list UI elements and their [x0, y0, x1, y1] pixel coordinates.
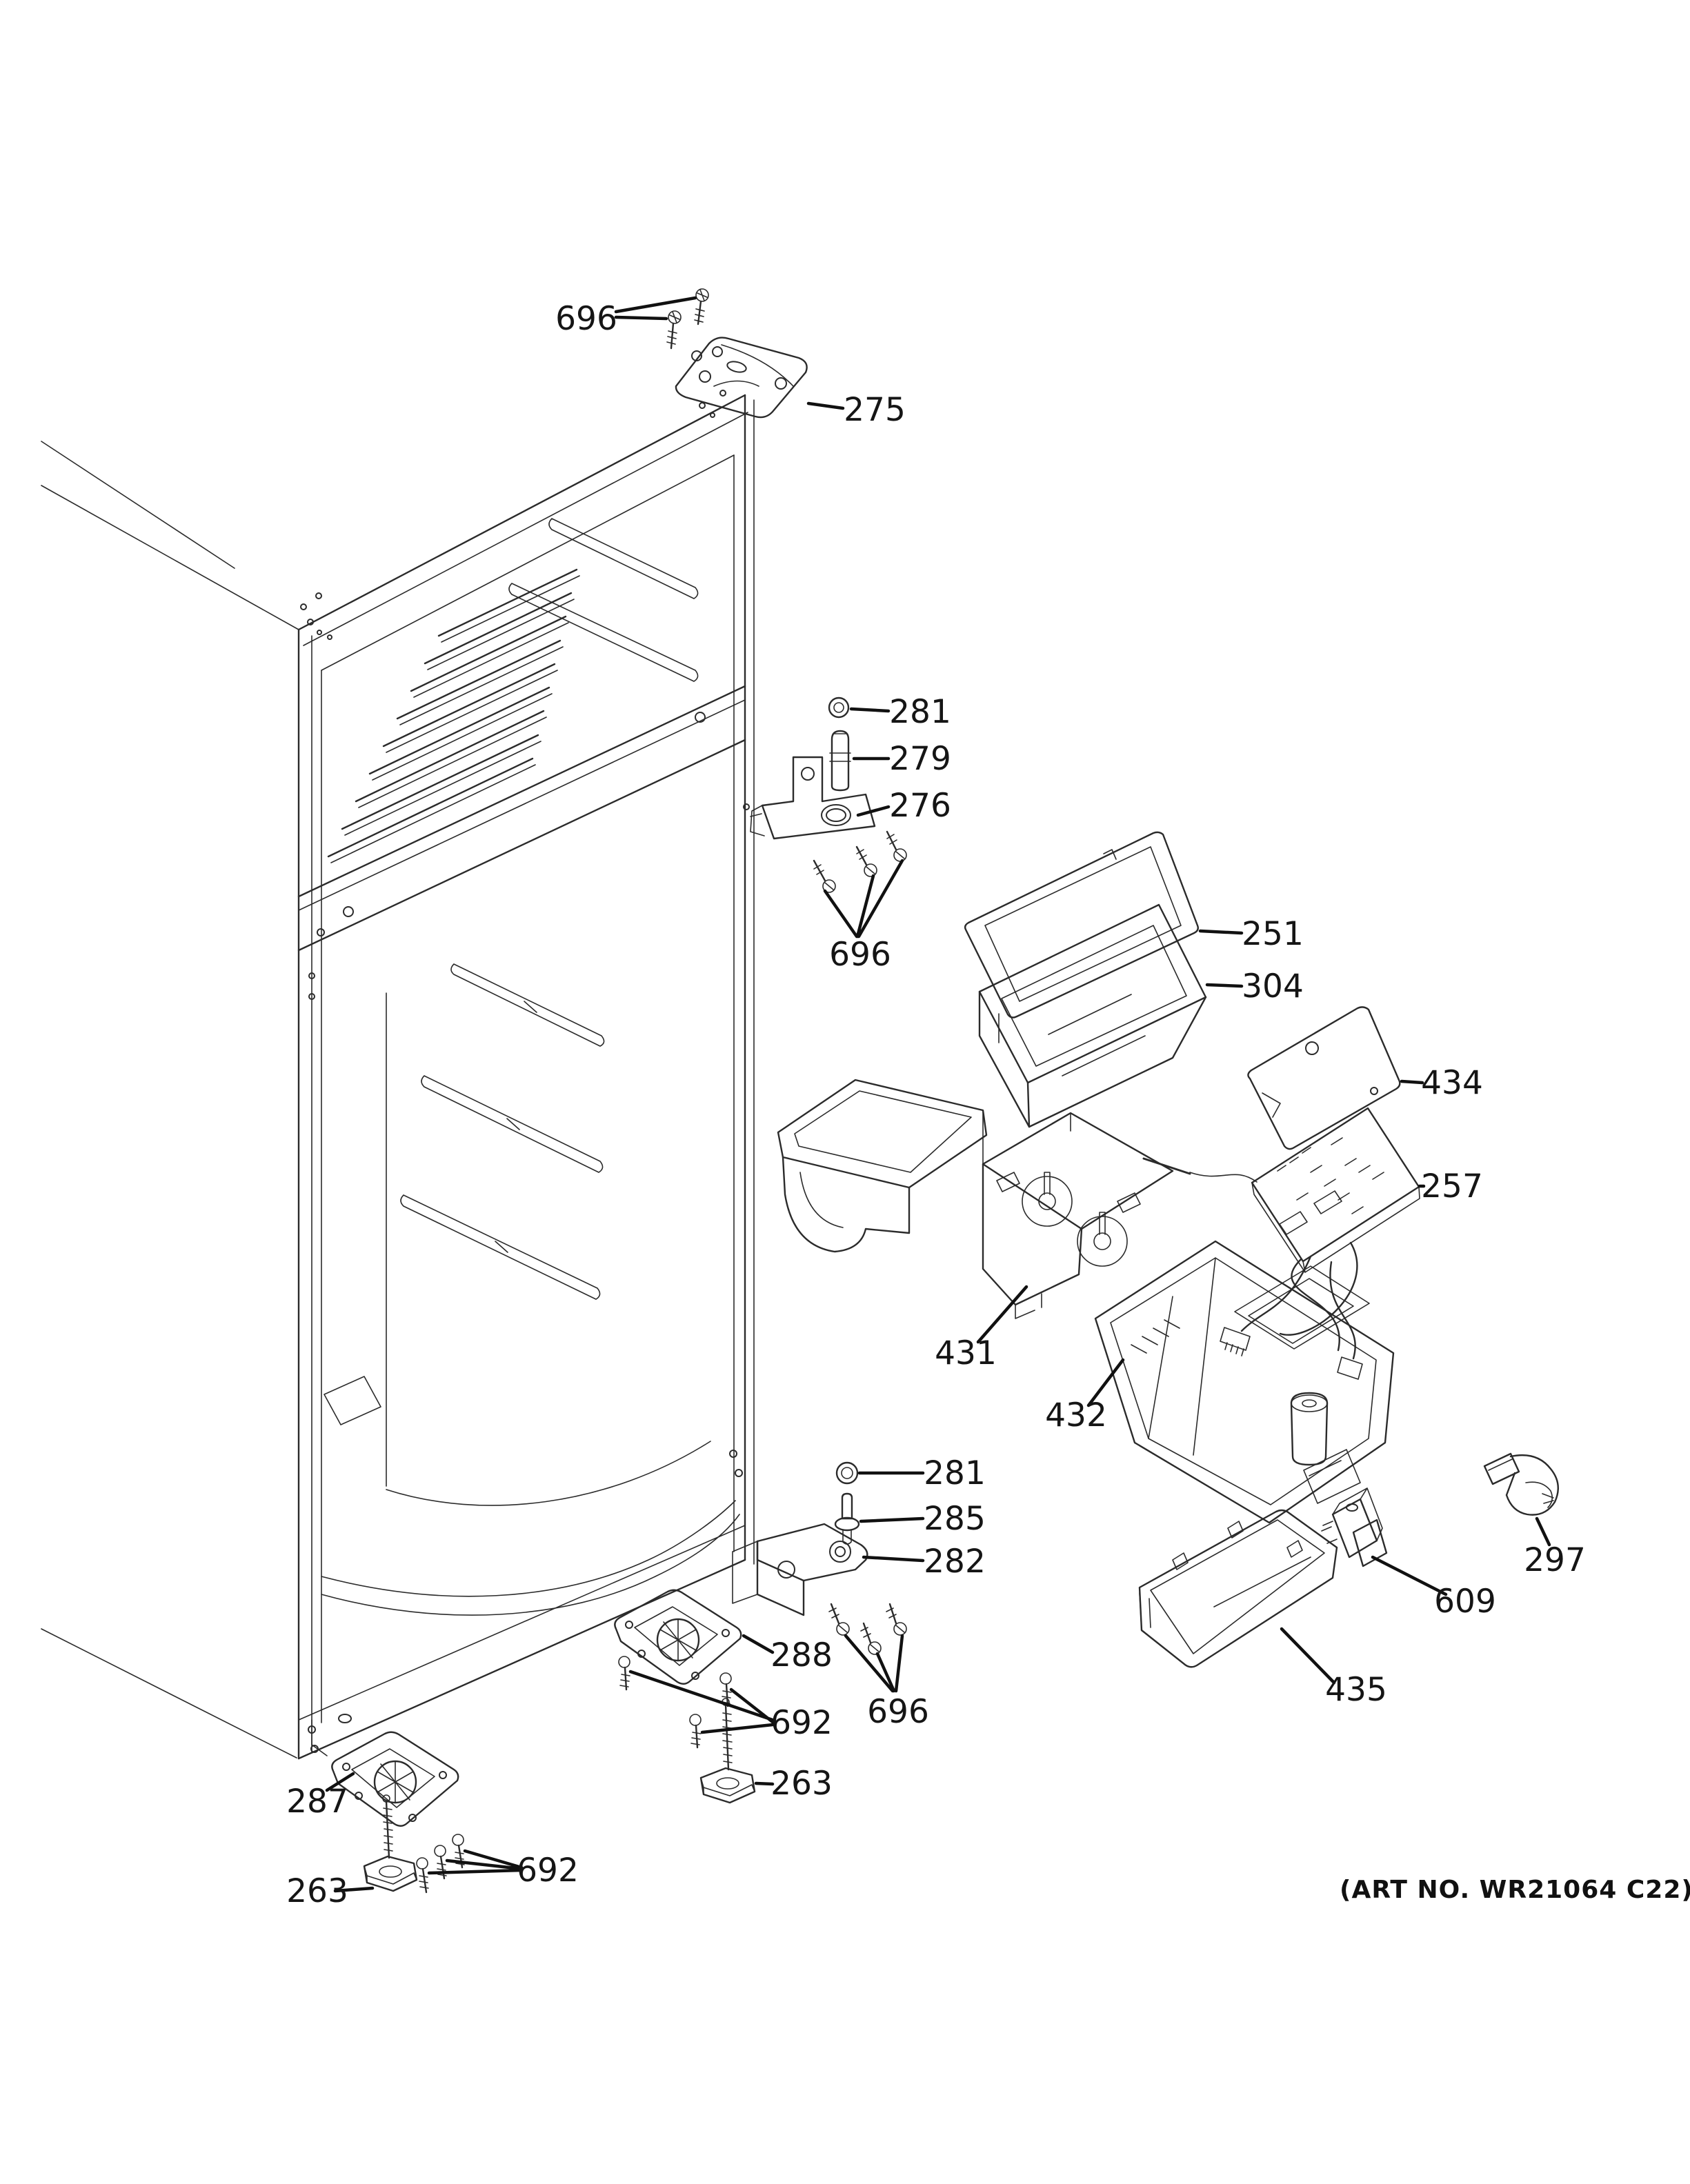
sensor-bracket-screws — [813, 830, 907, 893]
part-label: 609 — [1434, 1583, 1496, 1621]
grommet-upper — [828, 697, 850, 719]
sensor-bracket — [750, 756, 876, 840]
bottom-hinge-screws — [828, 1603, 907, 1655]
leveling-leg-left — [363, 1794, 418, 1892]
rocker-switch — [1321, 1487, 1388, 1567]
damper-housing — [978, 903, 1207, 1128]
part-label: 263 — [771, 1765, 833, 1803]
fresh-food-interior — [321, 963, 740, 1616]
part-label: 696 — [555, 300, 617, 338]
part-label: 431 — [935, 1334, 997, 1372]
part-label: 279 — [889, 740, 951, 778]
part-label: 285 — [924, 1500, 986, 1538]
part-label: 696 — [829, 936, 891, 974]
part-label: 282 — [924, 1543, 986, 1581]
part-label: 257 — [1421, 1168, 1483, 1205]
cabinet-outline — [297, 394, 755, 1760]
context-lines — [41, 441, 299, 1759]
part-label: 692 — [771, 1704, 833, 1742]
top-hinge-bracket — [675, 337, 808, 419]
part-label: 692 — [517, 1852, 579, 1890]
part-label: 251 — [1242, 915, 1304, 953]
duct-cover-tray — [1138, 1509, 1338, 1668]
grommet-lower — [835, 1461, 859, 1485]
part-label: 287 — [286, 1783, 348, 1821]
bottom-hinge-bracket — [732, 1523, 868, 1616]
leveling-leg-right — [699, 1698, 756, 1804]
cabinet-holes — [300, 390, 750, 1753]
roller-screws-right — [618, 1656, 732, 1749]
control-knob — [1483, 1452, 1559, 1516]
part-label: 276 — [889, 787, 951, 825]
part-label: 696 — [867, 1693, 929, 1731]
art-number: (ART NO. WR21064 C22) — [1340, 1876, 1690, 1904]
part-label: 435 — [1325, 1671, 1387, 1709]
damper-gasket — [964, 831, 1200, 1019]
part-label: 263 — [286, 1872, 348, 1910]
callout-leaders — [325, 296, 1551, 1893]
air-duct-upper — [777, 1079, 1174, 1319]
part-label: 281 — [889, 693, 951, 731]
board-cover — [1247, 1006, 1401, 1150]
divider-band — [297, 685, 746, 952]
temperature-sensor — [829, 730, 851, 792]
roller-assembly-right — [614, 1589, 742, 1685]
top-hinge-screws — [666, 288, 709, 350]
callout-labels: 696 275 281 279 276 696 251 304 434 257 … — [286, 300, 1690, 1910]
part-label: 434 — [1421, 1064, 1483, 1102]
part-label: 297 — [1524, 1541, 1586, 1579]
control-board-with-harness — [1142, 1107, 1420, 1380]
part-label: 281 — [924, 1454, 986, 1492]
part-label: 432 — [1045, 1396, 1107, 1434]
part-label: 288 — [771, 1636, 833, 1674]
freezer-interior — [327, 518, 699, 863]
air-duct-housing — [1094, 1240, 1395, 1524]
part-label: 275 — [844, 391, 906, 429]
part-label: 304 — [1242, 968, 1304, 1005]
roller-assembly-left — [331, 1731, 459, 1827]
roller-screws-left — [416, 1834, 465, 1894]
